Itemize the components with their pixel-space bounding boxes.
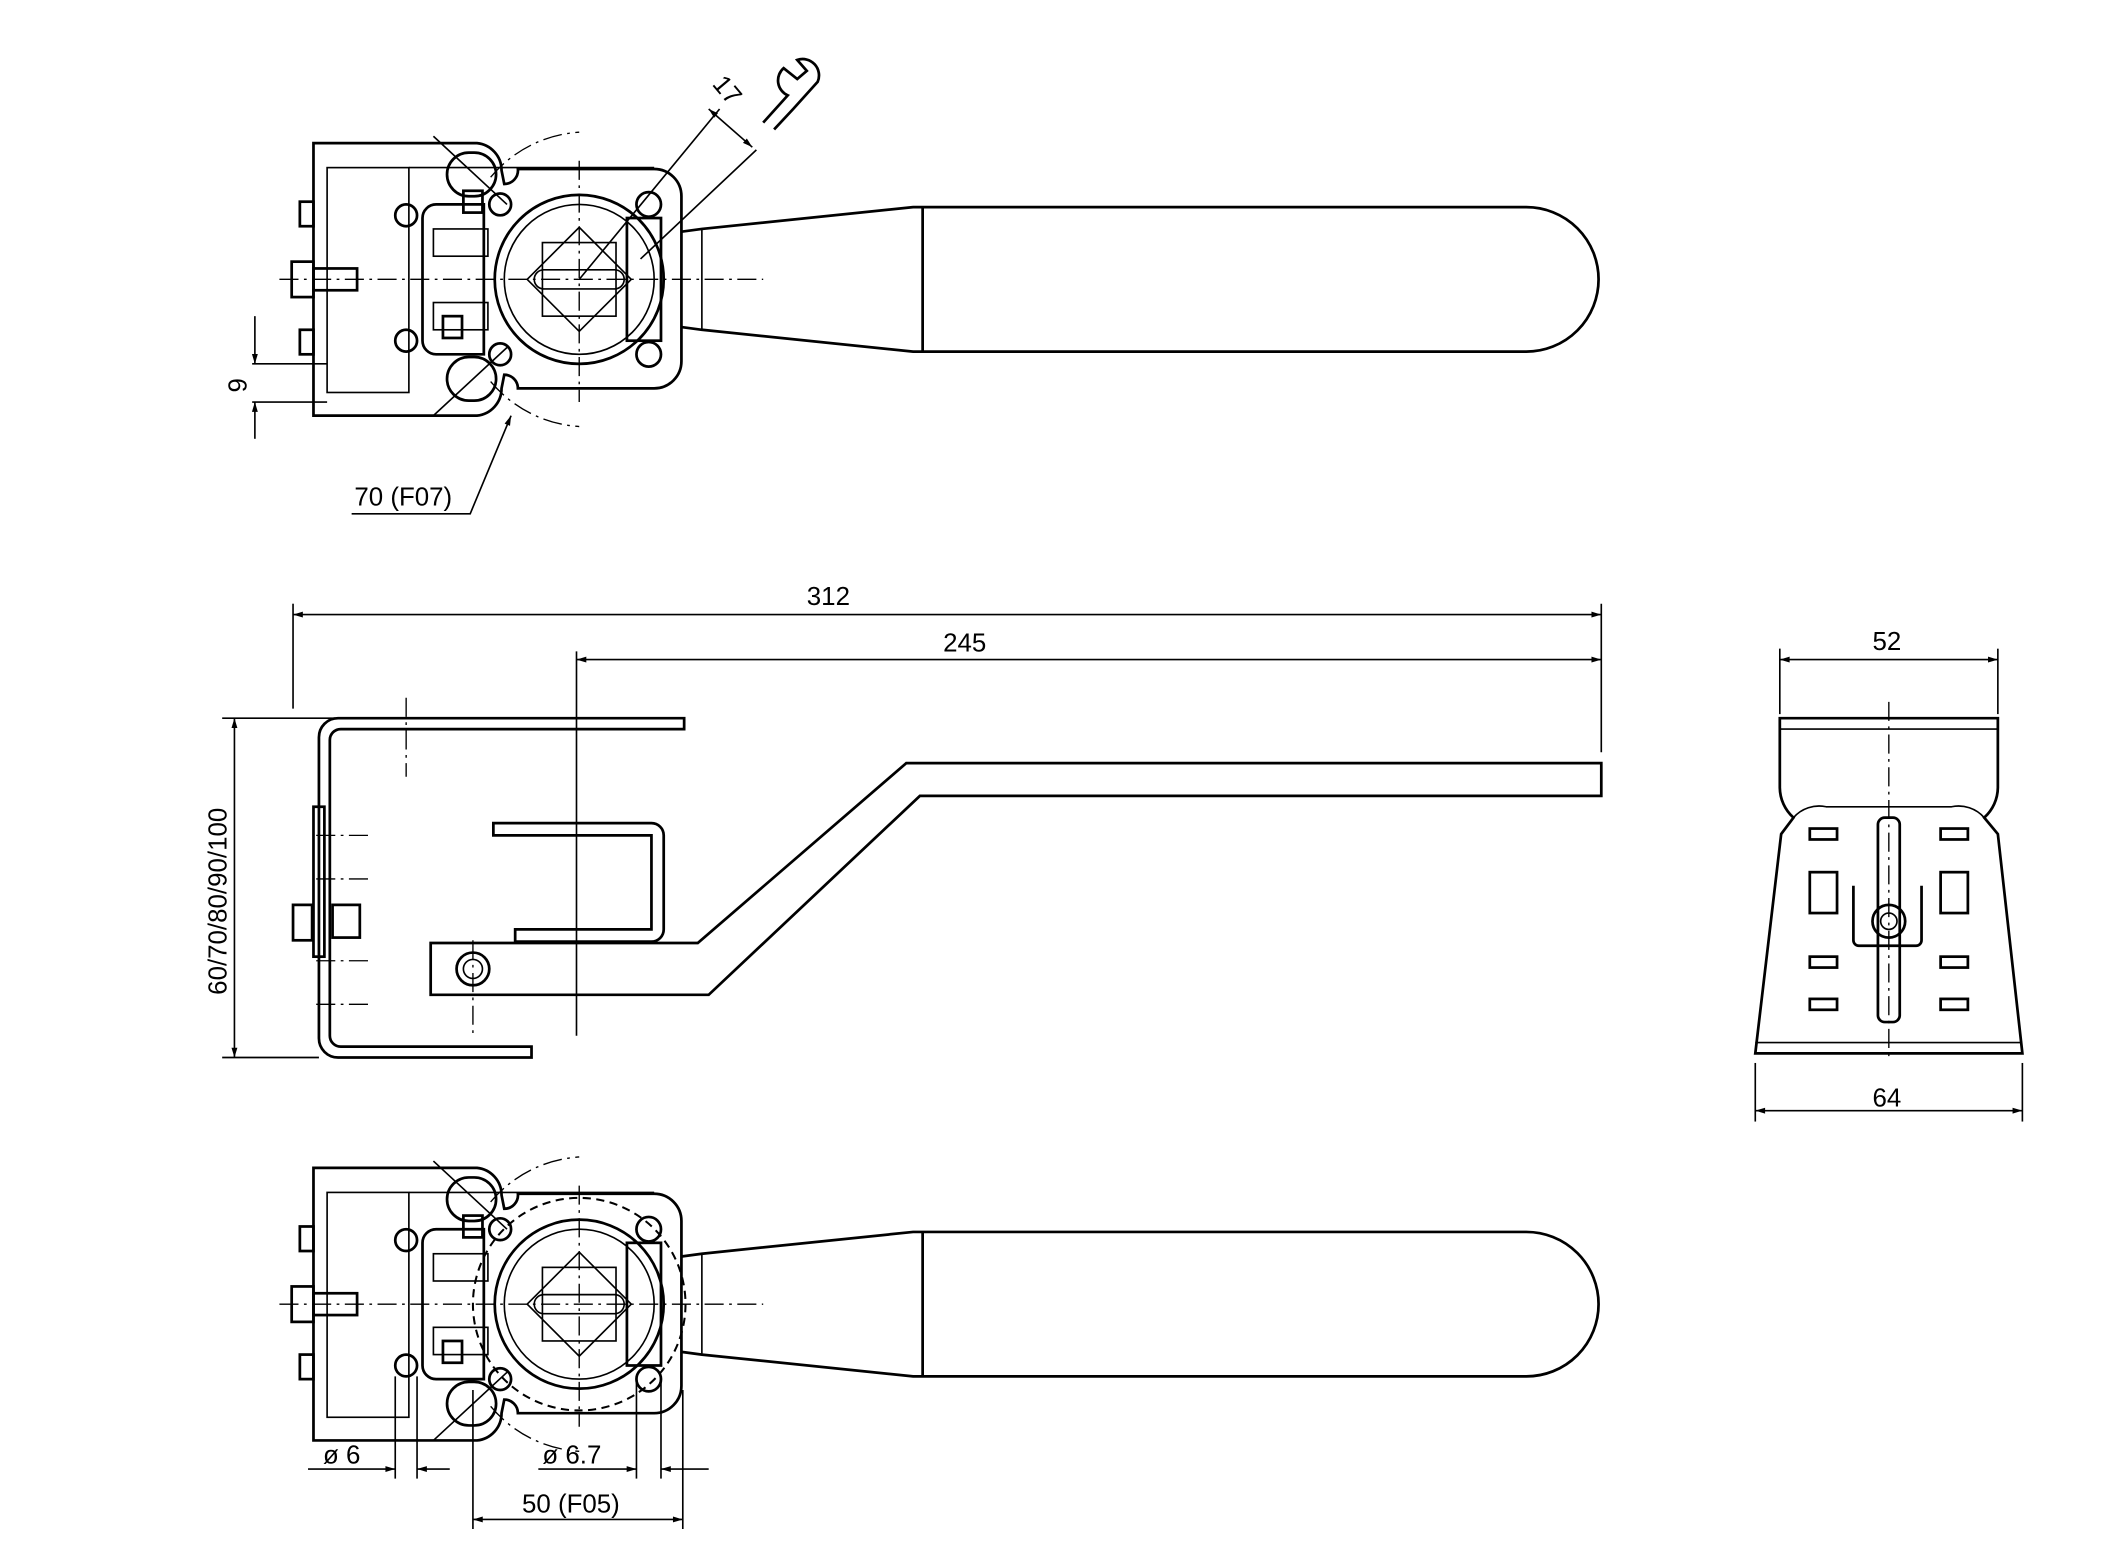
wrench-size-label: 17 <box>707 70 747 110</box>
handle-length-label: 245 <box>943 629 986 657</box>
flange-f07-label: 70 (F07) <box>354 484 452 512</box>
bottom-view: ø 6 ø 6.7 50 (F05) <box>278 1155 1600 1530</box>
top-view: 17 9 70 (F07) <box>225 57 1600 515</box>
base-width-label: 64 <box>1872 1085 1901 1113</box>
flange-f05-label: 50 (F05) <box>522 1491 620 1519</box>
height-range-label: 60/70/80/90/100 <box>204 808 232 995</box>
hole-dia-6-label: ø 6 <box>323 1442 360 1470</box>
hole-dia-6-7-label: ø 6.7 <box>542 1442 601 1470</box>
side-view: 312 245 60/70/80/90/100 <box>204 583 1603 1059</box>
top-width-label: 52 <box>1872 628 1901 656</box>
offset-label: 9 <box>225 378 253 392</box>
wrench-icon <box>762 57 821 131</box>
overall-length-label: 312 <box>807 583 850 611</box>
end-view: 52 64 <box>1753 628 2024 1122</box>
